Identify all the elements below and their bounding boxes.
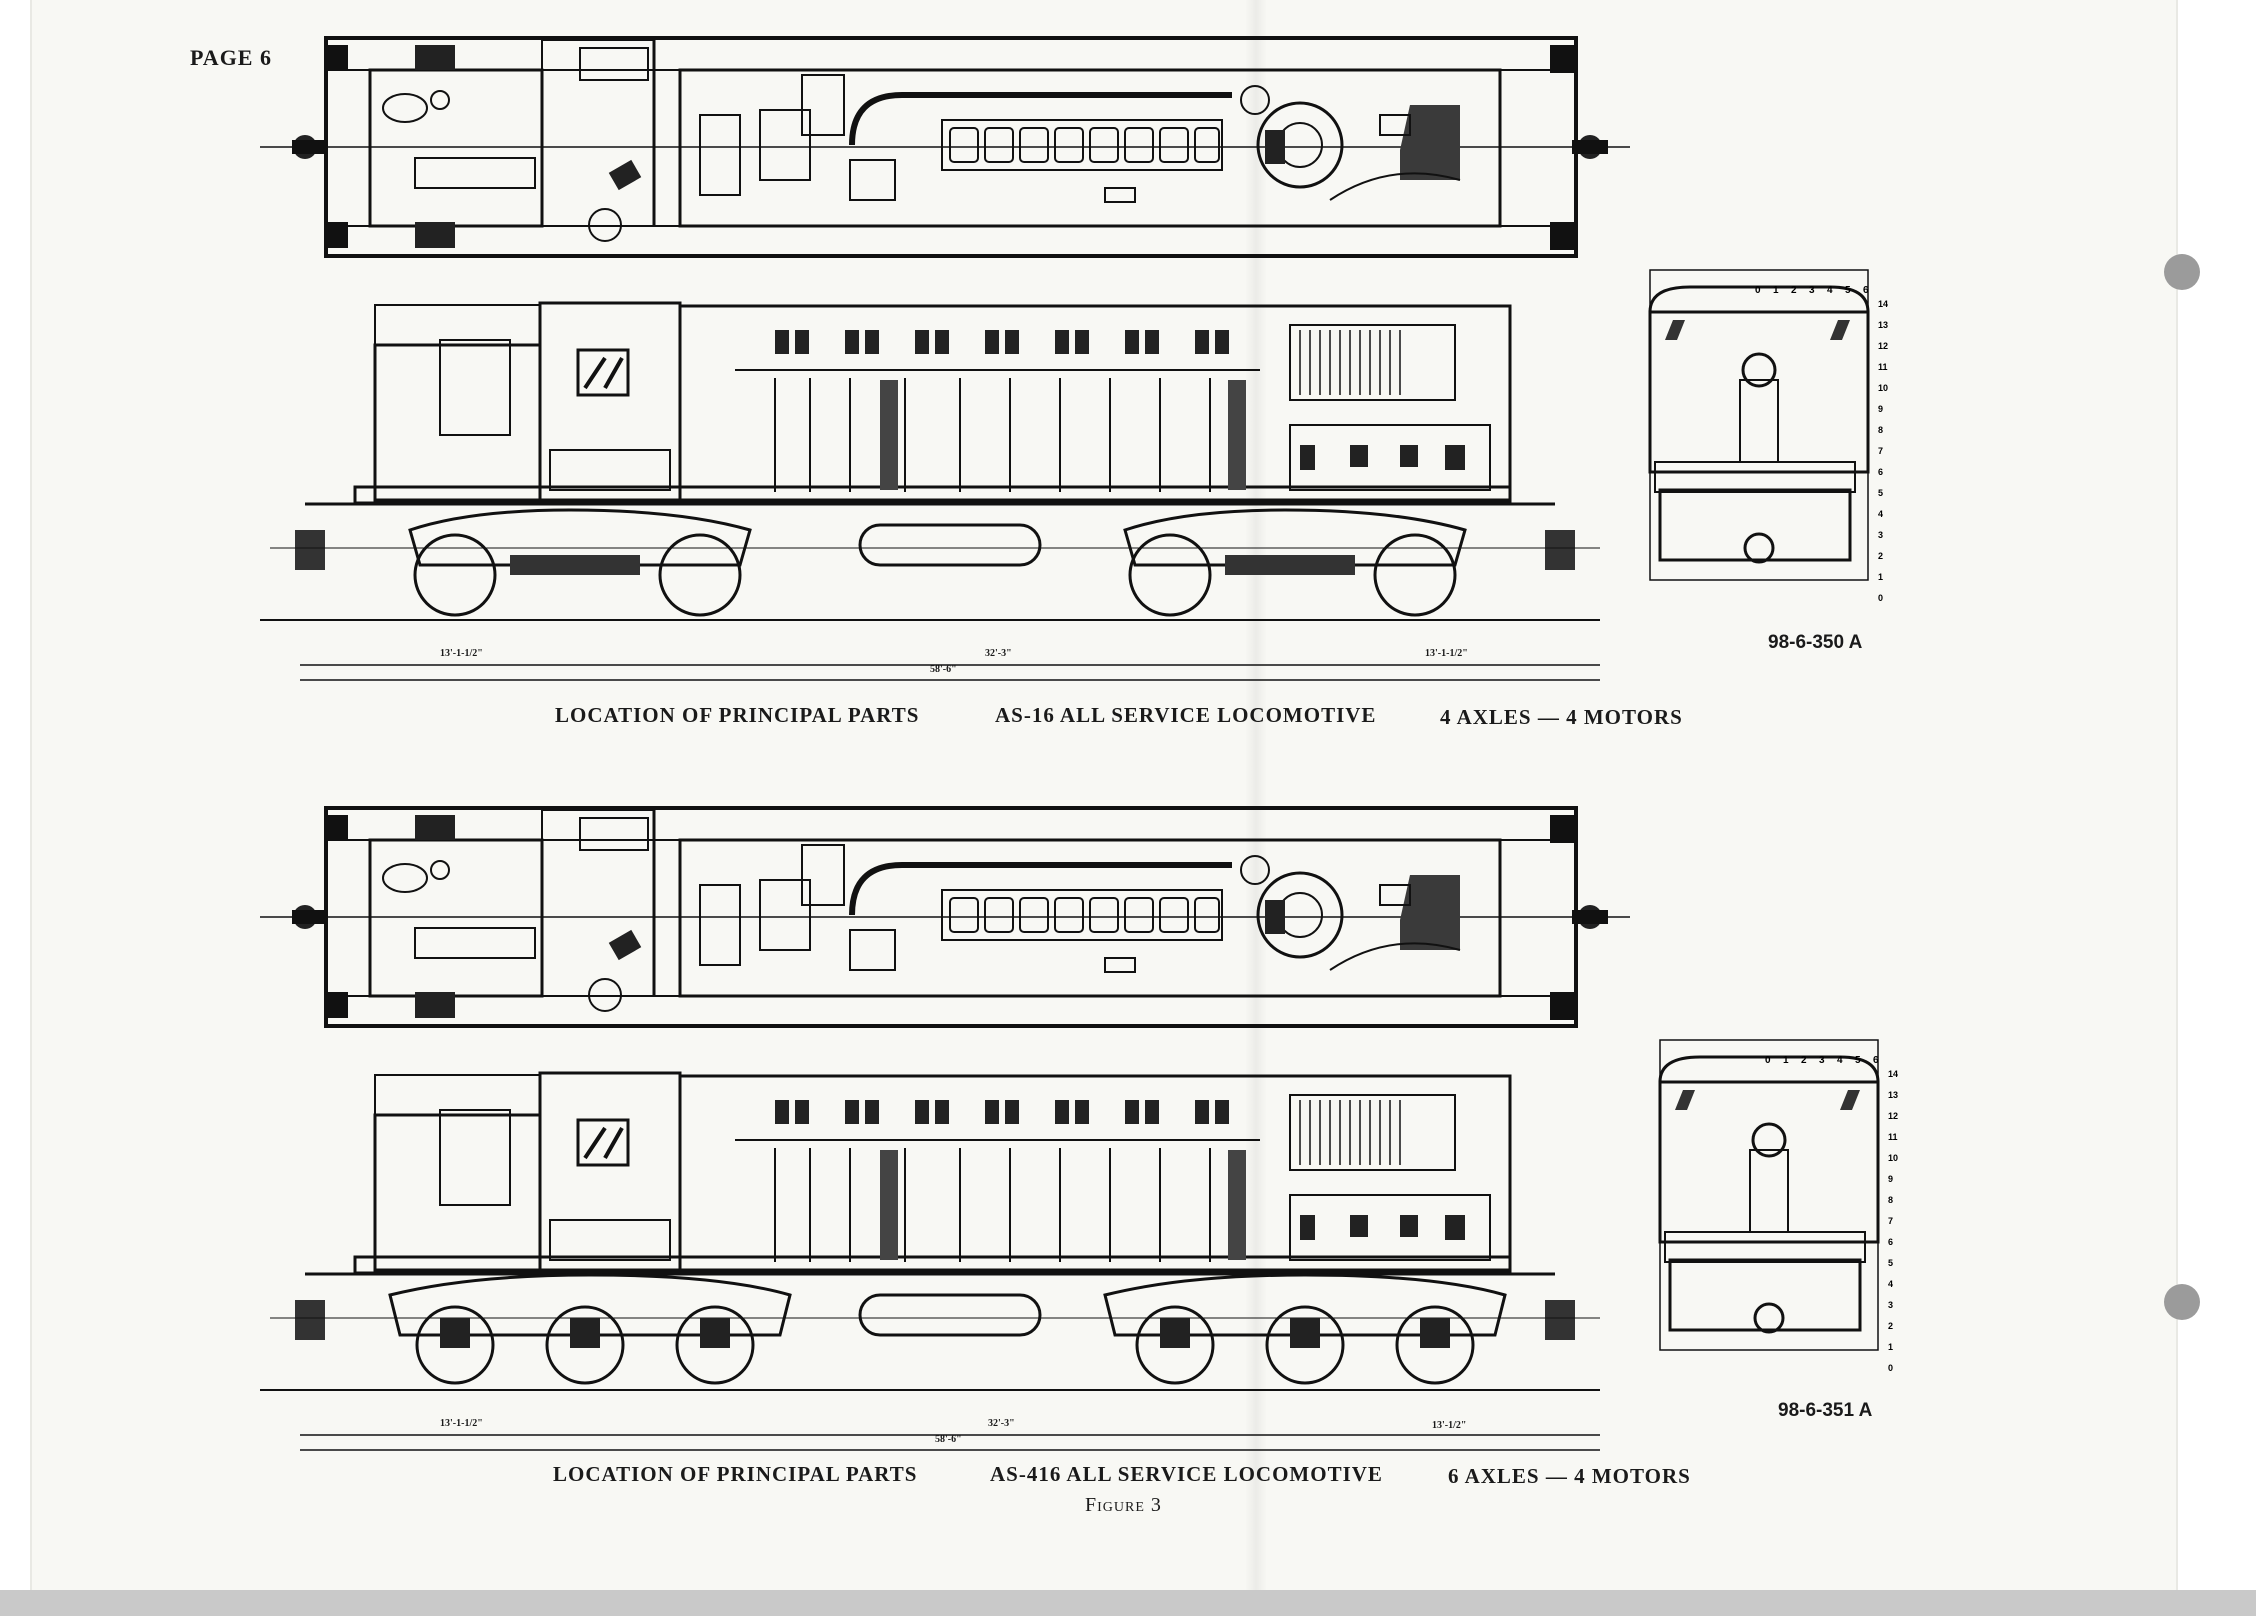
scale-side-label: 9	[1888, 1174, 1893, 1184]
scale-side-label: 7	[1888, 1216, 1893, 1226]
scale-top-label: 1	[1783, 1055, 1789, 1066]
scale-side-label: 11	[1878, 362, 1888, 372]
as16-side-elevation	[258, 301, 1602, 681]
scale-side-label: 9	[1878, 404, 1883, 414]
dim-truck-right: 13'-1-1/2"	[1425, 648, 1468, 659]
scale-side-label: 2	[1878, 551, 1883, 561]
as416-plan-view	[260, 808, 1630, 1026]
scale-side-label: 13	[1888, 1090, 1898, 1100]
scale-side-label: 8	[1888, 1195, 1893, 1205]
scale-side-label: 12	[1878, 341, 1888, 351]
as16-end-view	[1648, 269, 1870, 581]
as416-side-elevation	[258, 1071, 1602, 1451]
scale-top-label: 6	[1873, 1055, 1879, 1066]
dim-truck-centers: 32'-3"	[985, 648, 1012, 659]
scale-side-label: 1	[1878, 572, 1883, 582]
scale-side-label: 10	[1878, 383, 1888, 393]
binder-hole-bottom	[2164, 1284, 2200, 1320]
page-number: PAGE 6	[190, 45, 272, 70]
binder-hole-top	[2164, 254, 2200, 290]
page-fold-crease	[1245, 0, 1267, 1590]
dim-overall: 58'-6"	[930, 664, 957, 675]
scale-top-label: 1	[1773, 285, 1779, 296]
scale-side-label: 8	[1878, 425, 1883, 435]
scale-side-label: 3	[1888, 1300, 1893, 1310]
scanner-edge	[0, 1590, 2256, 1616]
drawing-number: 98-6-350 A	[1768, 632, 1863, 653]
dim-truck-centers: 32'-3"	[988, 1418, 1015, 1429]
scale-side-label: 13	[1878, 320, 1888, 330]
scale-top-label: 4	[1837, 1055, 1843, 1066]
scale-top-label: 5	[1845, 285, 1851, 296]
scale-side-label: 14	[1878, 299, 1888, 309]
scale-side-label: 0	[1878, 593, 1883, 603]
figure-caption: Figure 3	[1085, 1494, 1162, 1516]
scale-side-label: 2	[1888, 1321, 1893, 1331]
scale-side-label: 10	[1888, 1153, 1898, 1163]
scale-side-label: 0	[1888, 1363, 1893, 1373]
dim-truck-right: 13'-1/2"	[1432, 1420, 1467, 1431]
caption-title: LOCATION OF PRINCIPAL PARTS	[553, 1462, 918, 1486]
dim-truck-left: 13'-1-1/2"	[440, 1418, 483, 1429]
dim-truck-left: 13'-1-1/2"	[440, 648, 483, 659]
scale-side-label: 4	[1888, 1279, 1893, 1289]
scale-side-label: 1	[1888, 1342, 1893, 1352]
as16-plan-view	[260, 38, 1630, 256]
scale-side-label: 7	[1878, 446, 1883, 456]
scale-top-label: 0	[1765, 1055, 1771, 1066]
manual-page	[32, 0, 2176, 1590]
caption-model: AS-416 ALL SERVICE LOCOMOTIVE	[990, 1462, 1383, 1486]
scale-side-label: 4	[1878, 509, 1883, 519]
scale-top-label: 4	[1827, 285, 1833, 296]
scale-side-label: 6	[1878, 467, 1883, 477]
as416-end-view	[1658, 1039, 1880, 1351]
scale-side-label: 12	[1888, 1111, 1898, 1121]
scale-side-label: 11	[1888, 1132, 1898, 1142]
scale-top-label: 5	[1855, 1055, 1861, 1066]
caption-model: AS-16 ALL SERVICE LOCOMOTIVE	[995, 703, 1377, 727]
scale-side-label: 3	[1878, 530, 1883, 540]
caption-axles: 4 AXLES — 4 MOTORS	[1440, 705, 1683, 729]
drawing-number: 98-6-351 A	[1778, 1400, 1873, 1421]
scale-top-label: 2	[1801, 1055, 1807, 1066]
scale-top-label: 2	[1791, 285, 1797, 296]
scale-side-label: 5	[1888, 1258, 1893, 1268]
scale-side-label: 14	[1888, 1069, 1898, 1079]
scale-top-label: 0	[1755, 285, 1761, 296]
scale-side-label: 6	[1888, 1237, 1893, 1247]
scale-top-label: 6	[1863, 285, 1869, 296]
caption-title: LOCATION OF PRINCIPAL PARTS	[555, 703, 920, 727]
caption-axles: 6 AXLES — 4 MOTORS	[1448, 1464, 1691, 1488]
dim-overall: 58'-6"	[935, 1434, 962, 1445]
scale-top-label: 3	[1819, 1055, 1825, 1066]
scale-side-label: 5	[1878, 488, 1883, 498]
scale-top-label: 3	[1809, 285, 1815, 296]
